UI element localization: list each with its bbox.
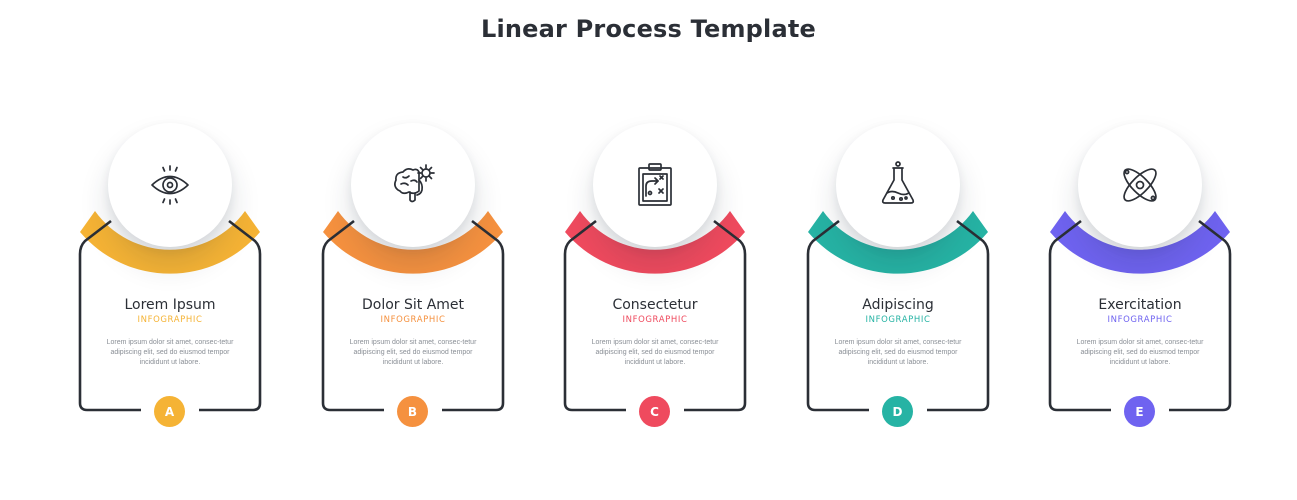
step-title: Lorem Ipsum — [124, 297, 216, 313]
step-title: Dolor Sit Amet — [361, 297, 465, 313]
step-icon-circle — [108, 123, 232, 247]
step-arc-band — [808, 211, 988, 274]
step-frame — [1048, 211, 1232, 412]
step-card-outline — [563, 219, 747, 412]
step-icon-circle — [593, 123, 717, 247]
step-description: Lorem ipsum dolor sit amet, consec-tetur… — [591, 339, 719, 366]
step-frame — [78, 211, 262, 412]
step-arc-band — [80, 211, 260, 274]
step-title: Consectetur — [612, 297, 698, 313]
step-frame — [321, 211, 505, 412]
step-letter-badge: E — [1124, 396, 1155, 427]
page-title: Linear Process Template — [480, 15, 817, 43]
step-description: Lorem ipsum dolor sit amet, consec-tetur… — [834, 339, 962, 366]
step-arc-band — [1050, 211, 1230, 274]
step-subtitle: INFOGRAPHIC — [137, 315, 203, 325]
step-letter-badge: A — [154, 396, 185, 427]
step-frame — [806, 211, 990, 412]
step-description: Lorem ipsum dolor sit amet, consec-tetur… — [1076, 339, 1204, 366]
step-card-outline — [78, 219, 262, 412]
atom-icon — [1123, 168, 1157, 202]
step-letter-badge: C — [639, 396, 670, 427]
step-title: Exercitation — [1098, 297, 1182, 313]
step-icon-circle — [351, 123, 475, 247]
strategy-clipboard-icon — [638, 163, 672, 206]
brain-gear-icon — [394, 164, 435, 203]
step-arc-band — [565, 211, 745, 274]
step-subtitle: INFOGRAPHIC — [1107, 315, 1173, 325]
step-letter-badge: B — [397, 396, 428, 427]
step-subtitle: INFOGRAPHIC — [622, 315, 688, 325]
eye-icon — [151, 165, 189, 205]
step-description: Lorem ipsum dolor sit amet, consec-tetur… — [106, 339, 234, 366]
step-card-outline — [806, 219, 990, 412]
step-subtitle: INFOGRAPHIC — [380, 315, 446, 325]
step-description: Lorem ipsum dolor sit amet, consec-tetur… — [349, 339, 477, 366]
step-title: Adipiscing — [862, 297, 934, 313]
flask-icon — [881, 161, 915, 204]
step-arc-band — [323, 211, 503, 274]
step-subtitle: INFOGRAPHIC — [865, 315, 931, 325]
step-letter-badge: D — [882, 396, 913, 427]
step-icon-circle — [1078, 123, 1202, 247]
step-frame — [563, 211, 747, 412]
step-icon-circle — [836, 123, 960, 247]
step-card-outline — [321, 219, 505, 412]
step-card-outline — [1048, 219, 1232, 412]
